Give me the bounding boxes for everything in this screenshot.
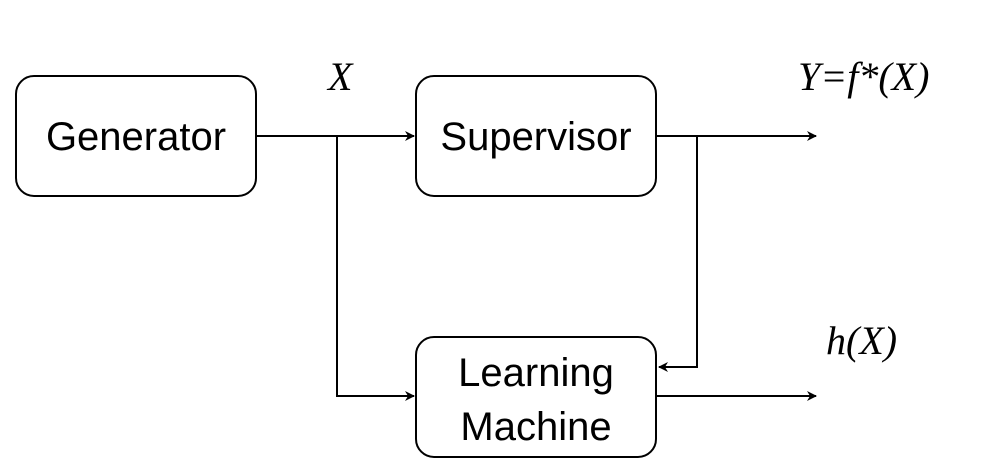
supervisor-label: Supervisor (440, 115, 631, 159)
learning-machine-label-line1: Learning (458, 351, 614, 395)
learning-machine-label-line2: Machine (460, 405, 611, 449)
edge-label-y: Y=f*(X) (798, 54, 929, 99)
generator-label: Generator (46, 115, 226, 159)
edge-label-h: h(X) (826, 318, 897, 363)
generator-box: Generator (15, 75, 257, 197)
supervisor-box: Supervisor (415, 75, 657, 197)
learning-machine-box: Learning Machine (415, 336, 657, 458)
edge-supervisor-to-learning-machine (658, 136, 698, 372)
edge-label-x: X (326, 54, 354, 99)
edge-x-to-learning-machine (336, 136, 415, 401)
